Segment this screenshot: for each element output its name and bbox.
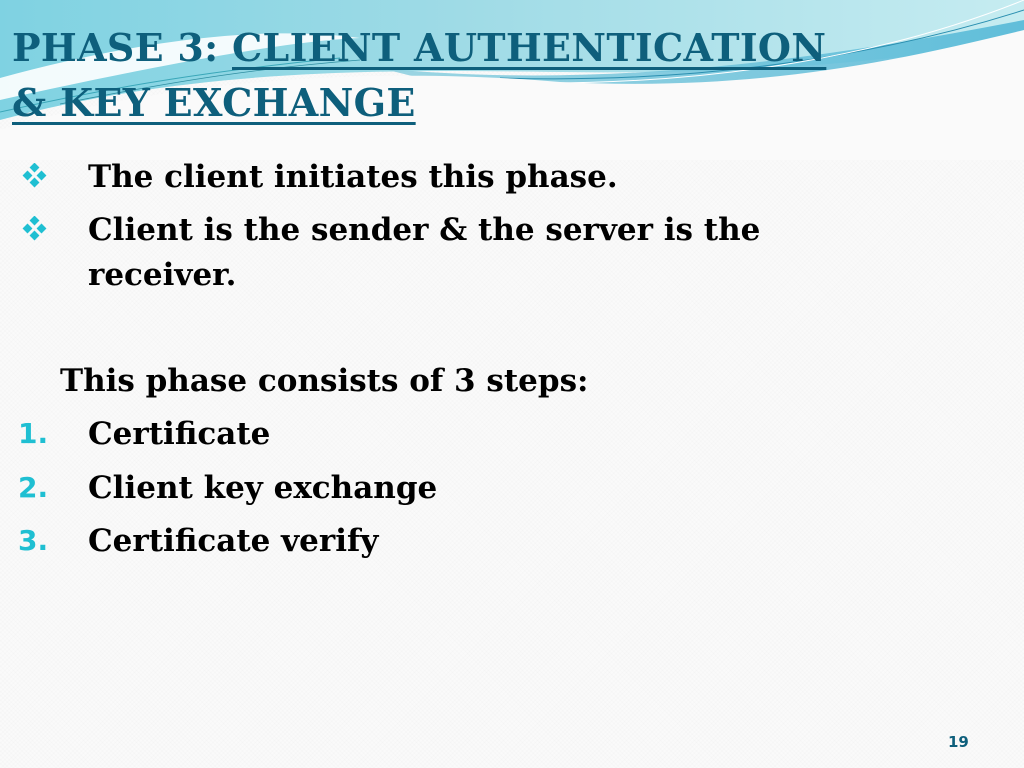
step-number-2: 2.: [18, 471, 49, 504]
page-number: 19: [948, 733, 969, 751]
step-number-1: 1.: [18, 417, 49, 450]
bullet-item-2-line2: receiver.: [88, 257, 237, 293]
bullet-item-1: The client initiates this phase.: [88, 159, 618, 195]
diamond-cluster-bullet-icon: [22, 163, 47, 188]
header-wave-decoration: [0, 0, 1024, 160]
title-underlined-line1: CLIENT AUTHENTICATION: [232, 25, 827, 70]
title-prefix: PHASE 3:: [12, 25, 232, 70]
step-number-3: 3.: [18, 524, 49, 557]
bullet-item-2-line1: Client is the sender & the server is the: [88, 212, 761, 248]
step-label-3: Certificate verify: [88, 523, 379, 559]
steps-intro: This phase consists of 3 steps:: [60, 363, 589, 399]
diamond-cluster-bullet-icon: [22, 216, 47, 241]
slide-title: PHASE 3: CLIENT AUTHENTICATION & KEY EXC…: [12, 20, 826, 130]
title-underlined-line2: & KEY EXCHANGE: [12, 80, 416, 125]
step-label-2: Client key exchange: [88, 470, 438, 506]
step-label-1: Certificate: [88, 416, 271, 452]
